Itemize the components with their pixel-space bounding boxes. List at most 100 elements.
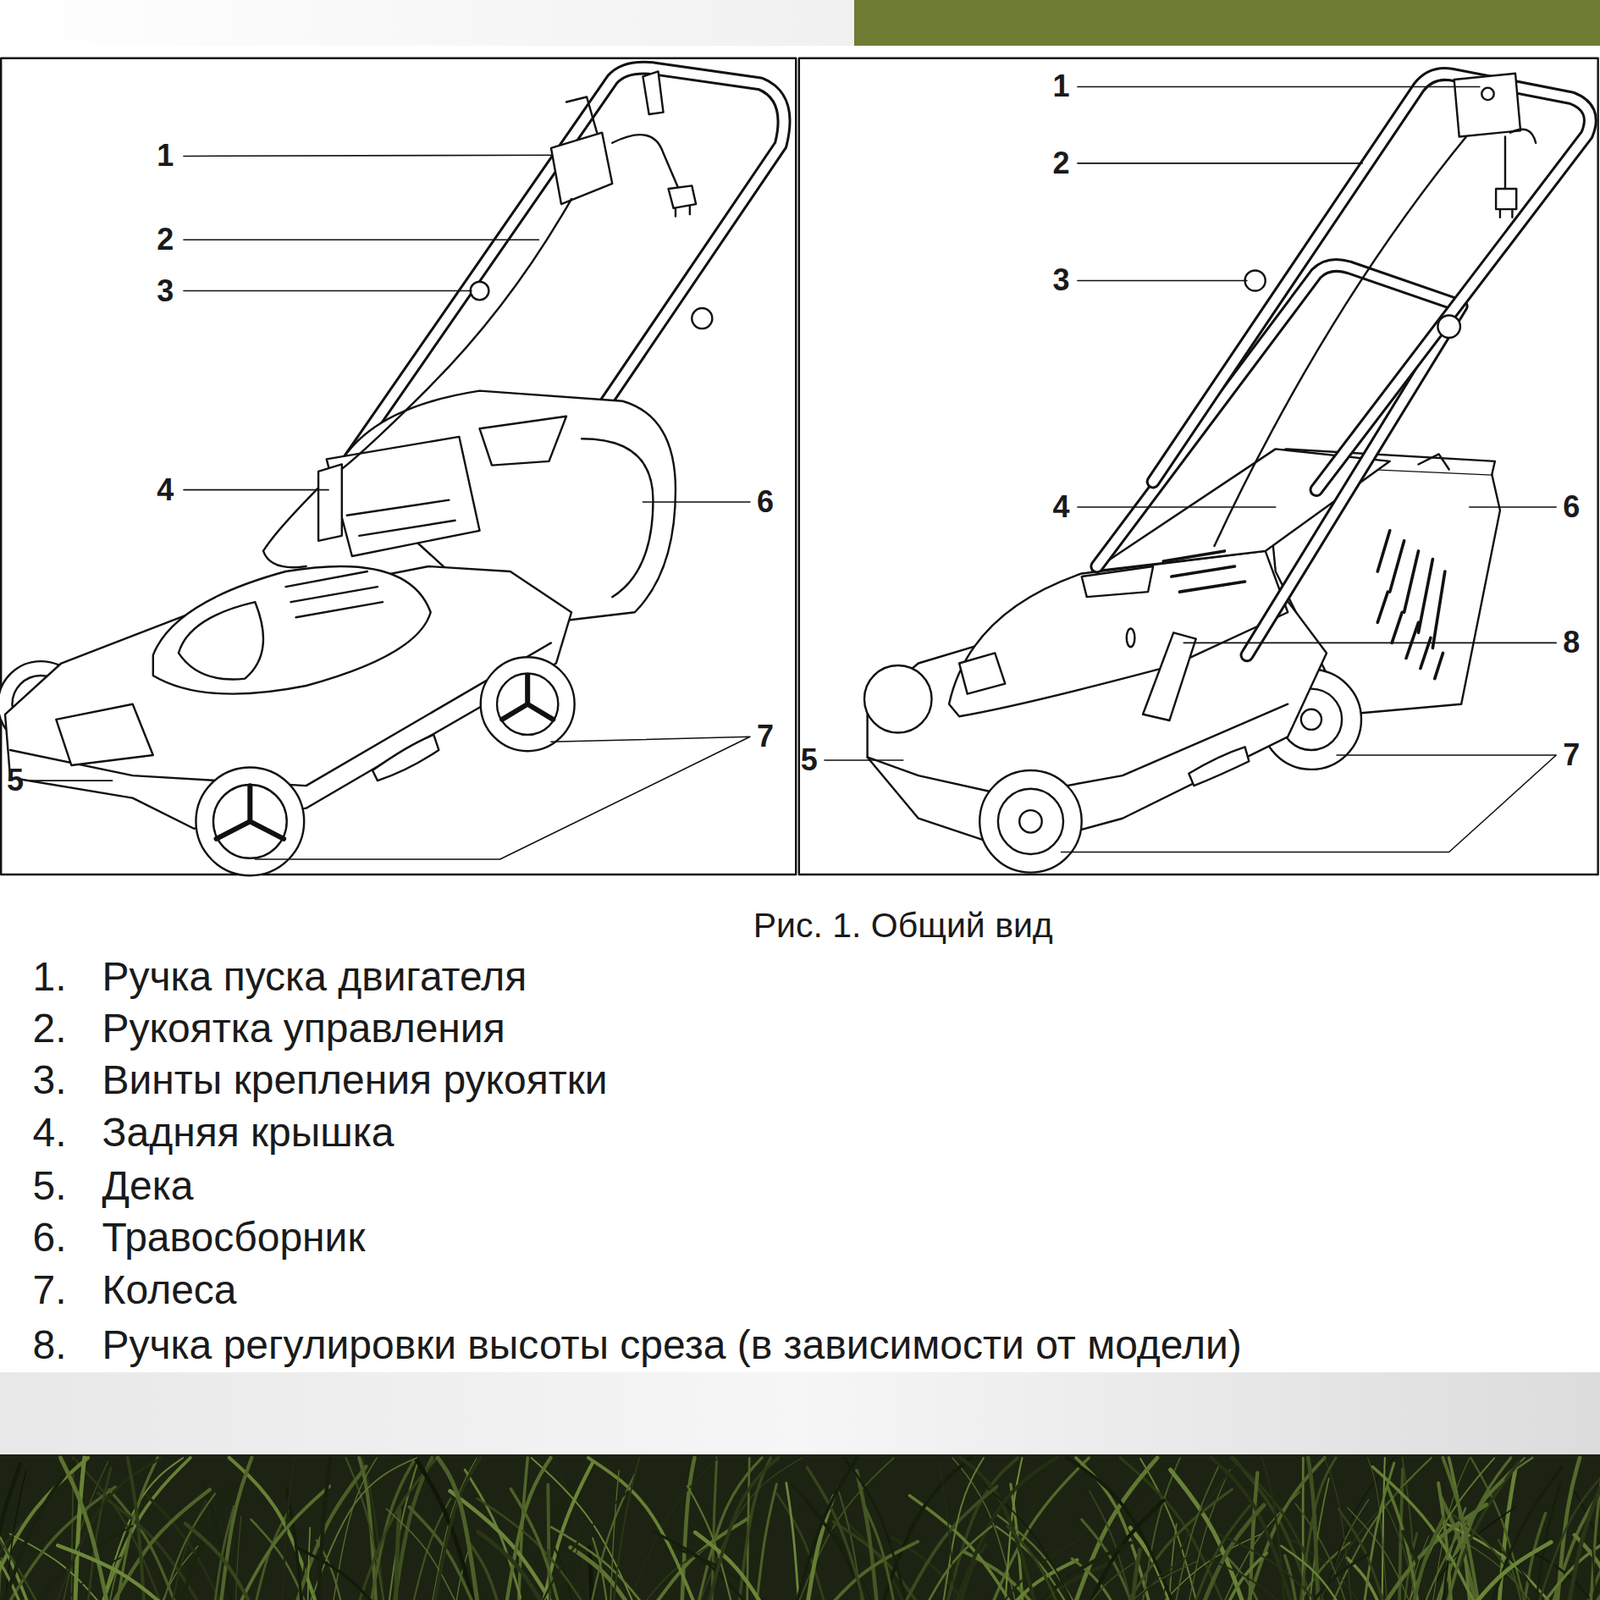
list-number: 1. [33,956,67,998]
grass-blade [1586,1457,1600,1600]
grass-blade [592,1538,607,1600]
grass-blade [588,1457,695,1600]
grass-blade [1488,1467,1562,1600]
switch-box [551,132,613,205]
callout-number: 2 [1053,148,1071,179]
list-number: 6. [33,1217,67,1258]
grass-blade [786,1483,800,1600]
grass-blade [612,1457,640,1600]
drawing-part [183,290,472,293]
grass-blade [113,1489,210,1600]
leader-lines [30,86,1556,859]
rear-cover [326,436,480,557]
grass-blade [297,1466,366,1600]
callout-number: 1 [1053,71,1071,102]
grass-blade [955,1457,1057,1600]
grass-blade [987,1457,1089,1600]
grass-blade [589,1547,592,1600]
cable-clip [318,463,343,541]
grass-blade [1191,1505,1251,1600]
cable [263,198,572,568]
vents [1163,551,1245,592]
knob [1245,270,1266,291]
grass-blade [865,1506,894,1600]
drawing-part [30,779,112,782]
callout-number: 8 [1562,627,1580,658]
catcher-edge [581,438,653,597]
grass-blade [1156,1463,1236,1600]
grass-blade [510,1489,562,1600]
grass-blade [551,1527,652,1600]
grass-blade [57,1544,166,1600]
grass-blade [1443,1561,1449,1600]
grass-blade [74,1457,84,1600]
grass-blade [653,1531,745,1600]
grass-blade [1574,1534,1600,1600]
grass-blade [0,1522,23,1600]
grass-blade [1534,1457,1600,1600]
grass-blade [1407,1535,1429,1600]
figure [0,58,1599,877]
grass-blade [878,1457,971,1600]
panel-frame [799,58,1599,875]
grass-strokes [0,1457,1600,1600]
figure-caption: Рис. 1. Общий вид [753,908,1054,944]
grass-blade [536,1491,628,1600]
grass-blade [1082,1562,1134,1600]
grass-blade [60,1457,111,1600]
motor-hatch [178,601,264,679]
plug [1495,188,1517,218]
grass-blade [395,1509,399,1600]
cover-ribs [347,500,456,536]
callout-number: 4 [1053,491,1071,523]
grass-blade [1125,1489,1232,1600]
callout-number: 6 [1562,491,1580,523]
grass-blade [755,1484,777,1600]
grey-band [0,1372,1600,1455]
green-bar [854,0,1600,46]
grass-blade [281,1457,295,1600]
list-number: 3. [33,1059,67,1101]
vents [286,571,384,618]
list-number: 2. [33,1008,67,1049]
grass-blade [185,1523,251,1600]
deck-edge [867,704,1289,796]
drawing-part [1077,86,1480,89]
height-mark [372,734,439,781]
knob [691,308,712,329]
grass-blade [1117,1561,1198,1600]
grass-blade [695,1532,768,1600]
grass-blade [1140,1457,1181,1600]
part-name: Колеса [102,1269,238,1311]
grass-blade [995,1538,1082,1600]
callout-number: 5 [800,744,818,776]
drawing-part [254,736,751,860]
grass-blade [1211,1457,1294,1600]
plug-cord [1505,129,1536,189]
wheel-hub [1019,810,1043,834]
wheel-spokes [502,675,553,720]
list-number: 5. [33,1165,67,1207]
wheel-spokes [216,785,285,839]
grass-blade [925,1526,992,1600]
grass-blade [1432,1457,1533,1600]
grass-blade [906,1486,997,1600]
grass-blade [5,1471,27,1600]
grass-blade [1028,1542,1132,1600]
grass-blade [1308,1554,1369,1600]
grass-blade [1568,1487,1600,1600]
drawing-part [824,759,904,762]
grass-blade [72,1457,164,1600]
callout-number: 2 [156,224,174,255]
grass-blade [983,1484,1072,1600]
grass-blade [437,1457,478,1600]
mower-left [0,67,784,876]
callout-number: 6 [756,486,774,518]
switch-lever [566,97,597,133]
badge [55,704,154,766]
badge [959,652,1005,694]
drawing-part [642,501,751,503]
drawing-part [1077,162,1363,165]
grass-blade [610,1470,619,1600]
wheel [480,656,575,751]
